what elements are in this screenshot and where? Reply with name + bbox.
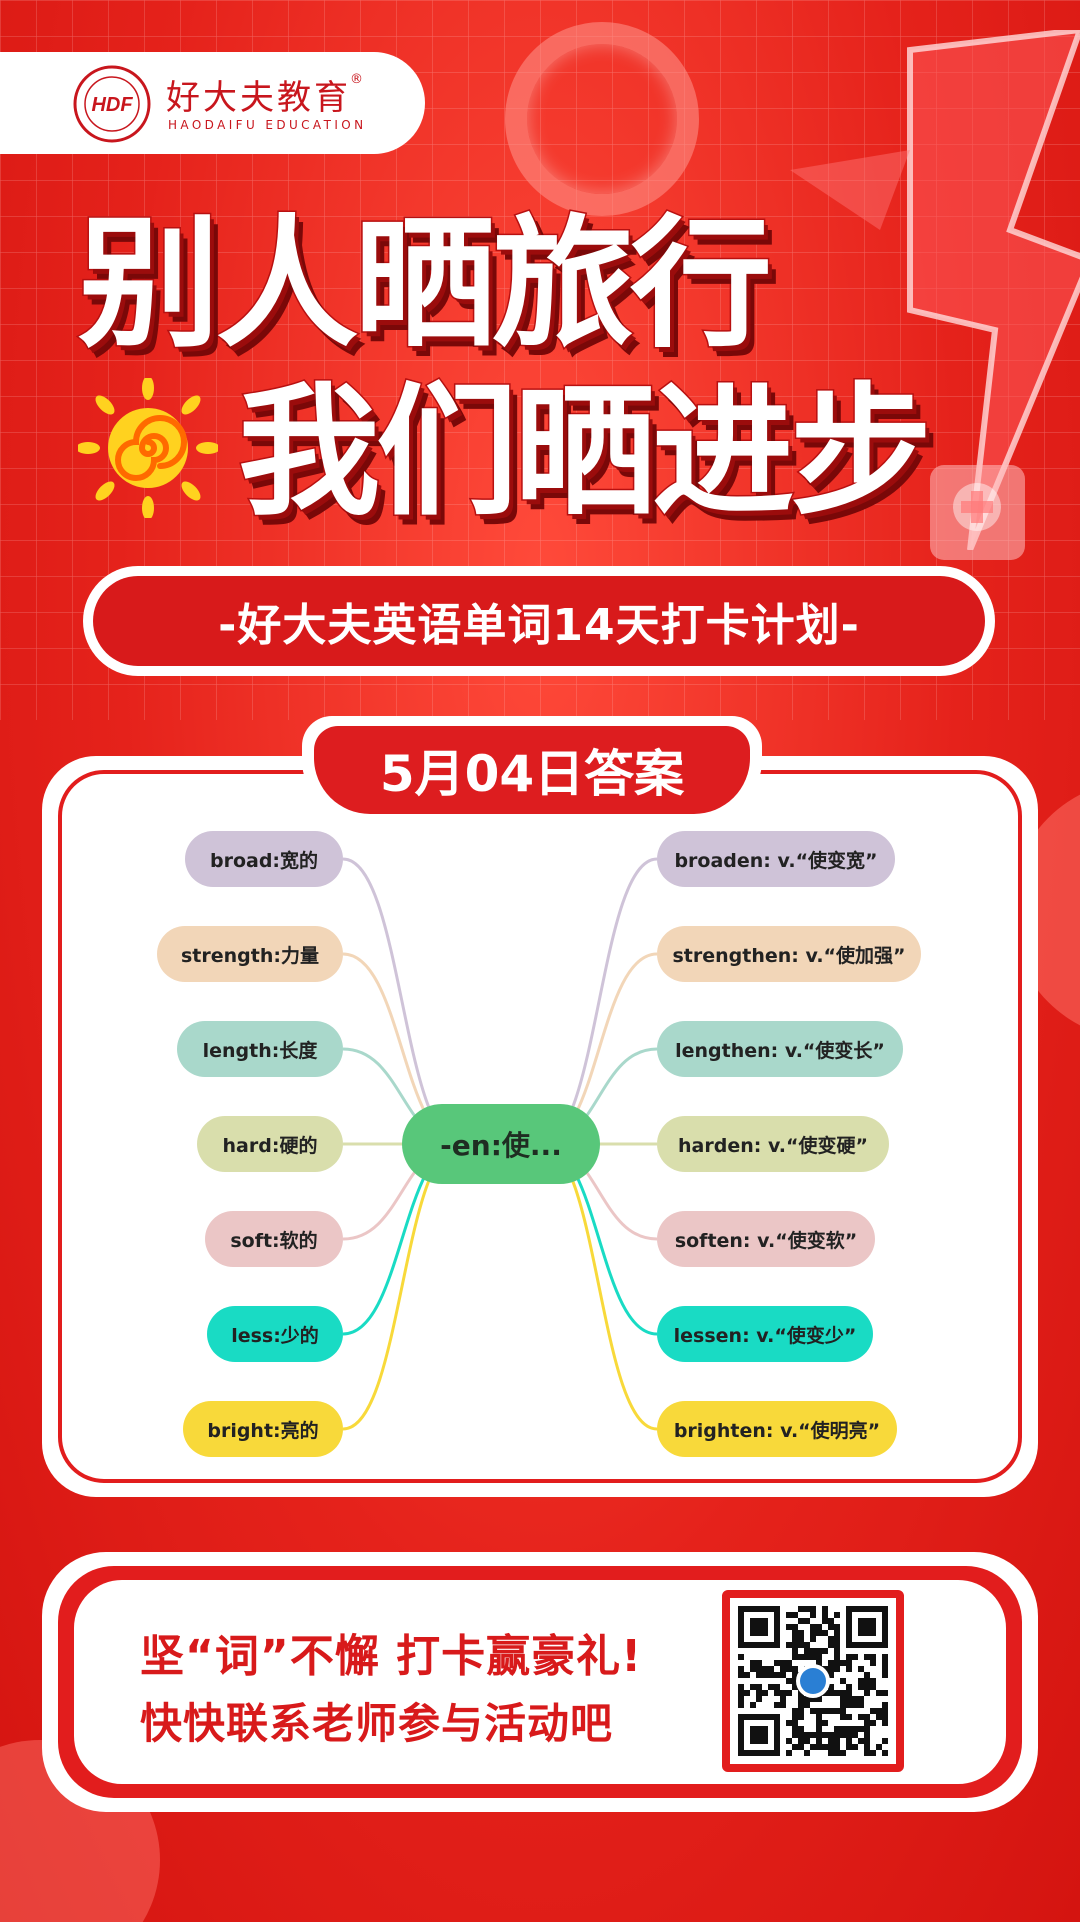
mindmap-node-right: broaden: v.“使变宽” (657, 831, 895, 887)
mindmap-node-right: harden: v.“使变硬” (657, 1116, 889, 1172)
mindmap-node-right: lengthen: v.“使变长” (657, 1021, 903, 1077)
subtitle-text: -好大夫英语单词14天打卡计划- (218, 600, 860, 651)
mindmap-node-left: strength:力量 (157, 926, 343, 982)
headline-line-1: 别人晒旅行 (77, 202, 774, 367)
lightning-bolt-decoration (790, 30, 1080, 550)
first-aid-box-decoration (930, 465, 1025, 560)
mindmap-node-right: soften: v.“使变软” (657, 1211, 875, 1267)
sun-icon (78, 378, 218, 518)
brand-name-cn: 好大夫教育 (166, 78, 351, 118)
qr-code-icon[interactable] (738, 1606, 888, 1756)
mindmap-center-node: -en:使... (402, 1104, 600, 1184)
brand-name-en: HAODAIFU EDUCATION (168, 118, 367, 132)
mindmap-node-left: broad:宽的 (185, 831, 343, 887)
subtitle-banner-inner: -好大夫英语单词14天打卡计划- (93, 576, 985, 666)
mindmap-node-left: hard:硬的 (197, 1116, 343, 1172)
logo-badge (0, 52, 425, 154)
footer-slogan: 坚“词”不懈 打卡赢豪礼! (140, 1631, 643, 1682)
card-title-tab-inner: 5月04日答案 (314, 726, 750, 814)
card-title: 5月04日答案 (379, 745, 685, 803)
mindmap-node-left: length:长度 (177, 1021, 343, 1077)
mindmap-node-right: lessen: v.“使变少” (657, 1306, 873, 1362)
mindmap-node-left: less:少的 (207, 1306, 343, 1362)
hdf-logo-seal: HDF (73, 65, 151, 143)
mindmap-node-left: bright:亮的 (183, 1401, 343, 1457)
headline-line-2: 我们晒进步 (237, 370, 934, 535)
decorative-ring (505, 22, 699, 216)
mindmap-node-left: soft:软的 (205, 1211, 343, 1267)
mindmap-node-right: brighten: v.“使明亮” (657, 1401, 897, 1457)
seal-text: HDF (91, 94, 133, 116)
mindmap-node-right: strengthen: v.“使加强” (657, 926, 921, 982)
footer-call-to-action: 快快联系老师参与活动吧 (140, 1699, 614, 1748)
registered-mark: ® (350, 72, 363, 87)
